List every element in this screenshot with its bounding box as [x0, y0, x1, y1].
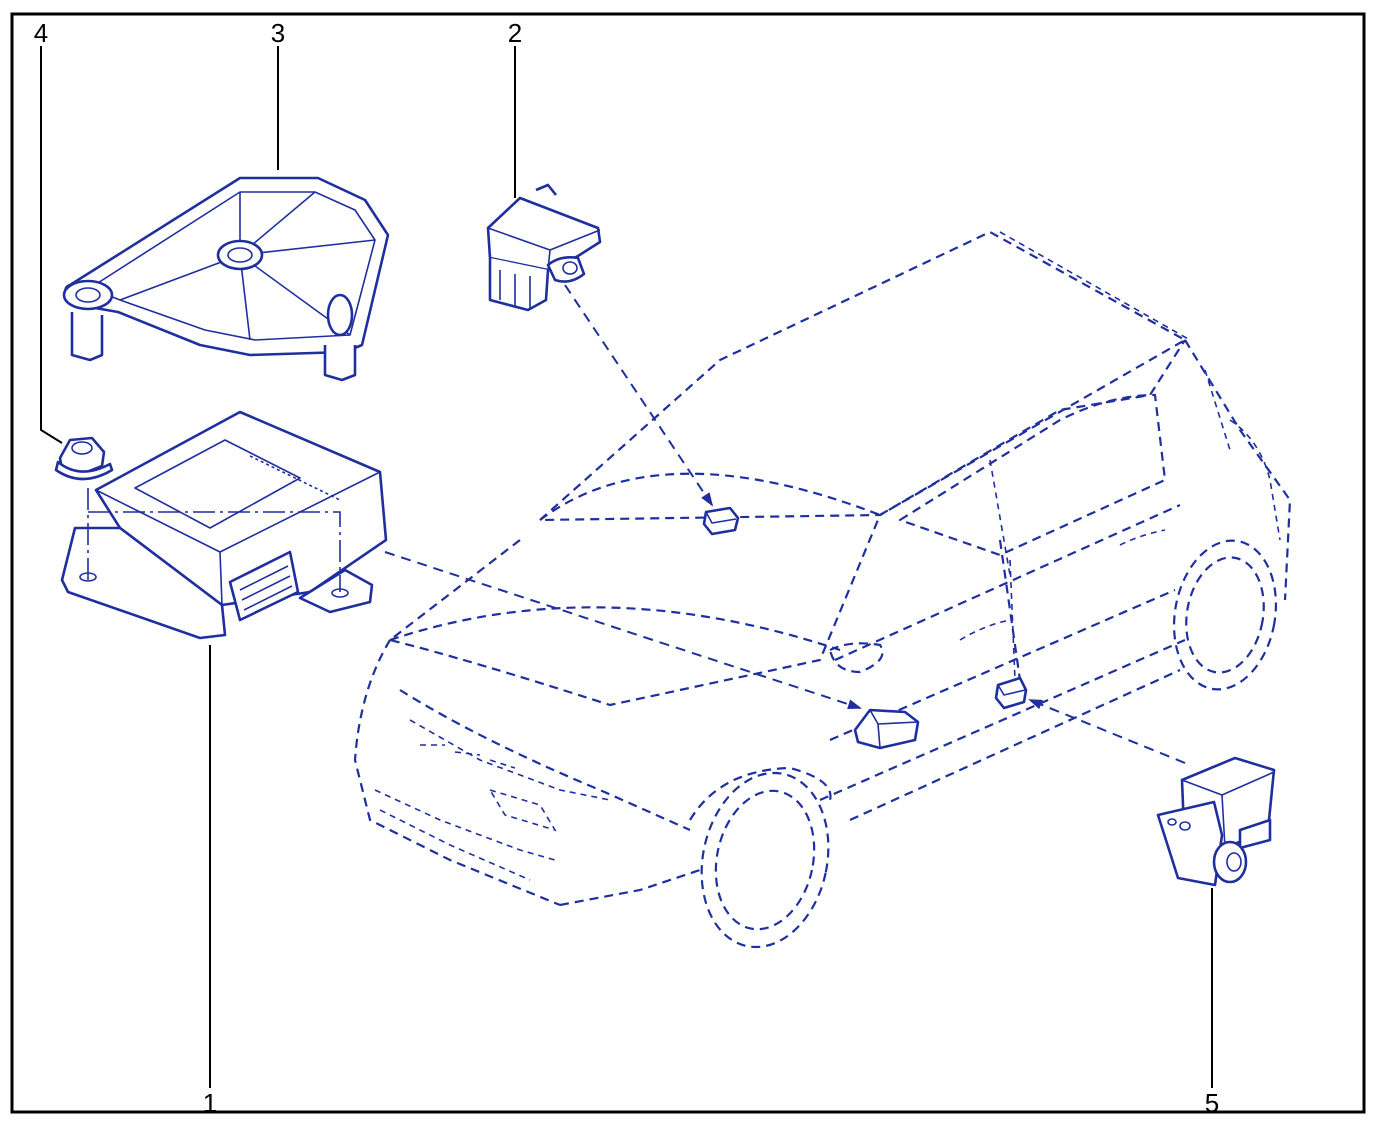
- mounted-side-sensor: [994, 676, 1028, 710]
- callout-labels: 1 2 3 4 5: [34, 18, 1219, 1118]
- part-1-control-unit: [60, 410, 388, 640]
- arrow-part-2-to-vehicle: [564, 284, 714, 507]
- part-2-front-sensor: [486, 183, 602, 312]
- mounted-front-sensor: [702, 506, 740, 536]
- vehicle-outline: [353, 230, 1292, 949]
- callout-3: 3: [271, 18, 285, 48]
- leader-4: [40, 46, 63, 444]
- arrow-part-1-to-vehicle: [384, 551, 862, 710]
- mounted-control-unit: [853, 708, 920, 750]
- diagram-border: [10, 12, 1366, 1114]
- callout-1: 1: [203, 1088, 217, 1118]
- callout-5: 5: [1205, 1088, 1219, 1118]
- callout-4: 4: [34, 18, 48, 48]
- part-4-nut: [54, 436, 114, 481]
- callout-2: 2: [508, 18, 522, 48]
- part-5-side-sensor: [1156, 756, 1276, 887]
- part-3-bracket: [62, 176, 390, 382]
- callout-leaders: [40, 46, 1213, 1088]
- assembly-arrows: [384, 284, 1186, 764]
- arrow-part-5-to-vehicle: [1028, 699, 1186, 764]
